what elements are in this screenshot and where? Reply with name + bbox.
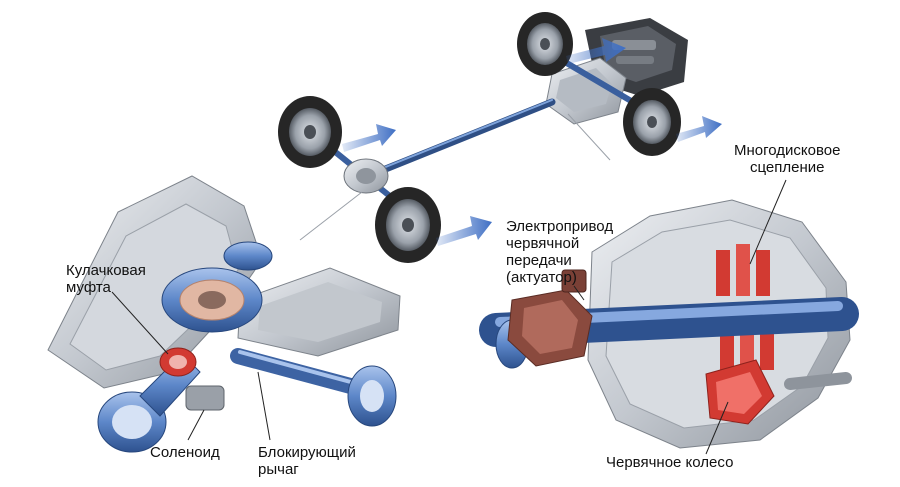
label-multiplate-clutch: Многодисковое сцепление [734,142,840,176]
label-actuator-line4: (актуатор) [506,269,577,286]
label-multiplate-clutch-line1: Многодисковое [734,142,841,159]
label-solenoid: Соленоид [150,444,220,461]
leader-line-locking-lever [257,371,271,441]
cam-clutch-ring [159,347,197,377]
connector-line-right [567,113,611,161]
label-actuator-line1: Электропривод [506,218,614,235]
wheel-front-left [517,12,573,76]
direction-arrow-rear-right [436,216,492,246]
leader-line-solenoid [187,409,205,441]
leader-line-multiplate-clutch [749,179,787,265]
multiplate-clutch-pack [716,244,774,374]
leader-line-cam-clutch [111,291,169,355]
label-worm-wheel: Червячное колесо [606,454,733,471]
label-locking-lever-line1: Блокирующий [258,444,356,461]
solenoid-unit [185,385,225,411]
label-cam-clutch-line2: муфта [66,279,111,296]
wheel-front-right [623,88,681,156]
transfer-case-cutaway [479,179,859,455]
label-solenoid-text: Соленоид [150,444,220,461]
label-worm-wheel-text: Червячное колесо [606,454,734,471]
label-cam-clutch-line1: Кулачковая [66,262,146,279]
direction-arrow-front-left [566,38,626,64]
drivetrain-overview [278,12,722,263]
actuator-unit [507,269,593,367]
label-actuator-line3: передачи [506,252,572,269]
label-cam-clutch: Кулачковая муфта [66,262,146,296]
label-multiplate-clutch-line2: сцепление [749,159,825,176]
locking-lever-shaft [230,348,397,427]
label-actuator-line2: червячной [506,235,580,252]
label-actuator: Электропривод червячной передачи (актуат… [506,218,613,286]
propeller-shaft [374,98,556,176]
leader-line-worm-wheel [705,401,729,455]
direction-arrow-front-right [676,116,722,142]
wheel-rear-left [278,96,342,168]
label-locking-lever-line2: рычаг [258,461,299,478]
wheel-rear-right [375,187,441,263]
connector-line-left [299,191,363,241]
rear-differential [343,158,389,194]
rear-differential-cutaway [47,175,401,453]
label-locking-lever: Блокирующий рычаг [258,444,356,478]
leader-line-actuator [573,285,585,301]
direction-arrow-rear-left [342,124,396,152]
